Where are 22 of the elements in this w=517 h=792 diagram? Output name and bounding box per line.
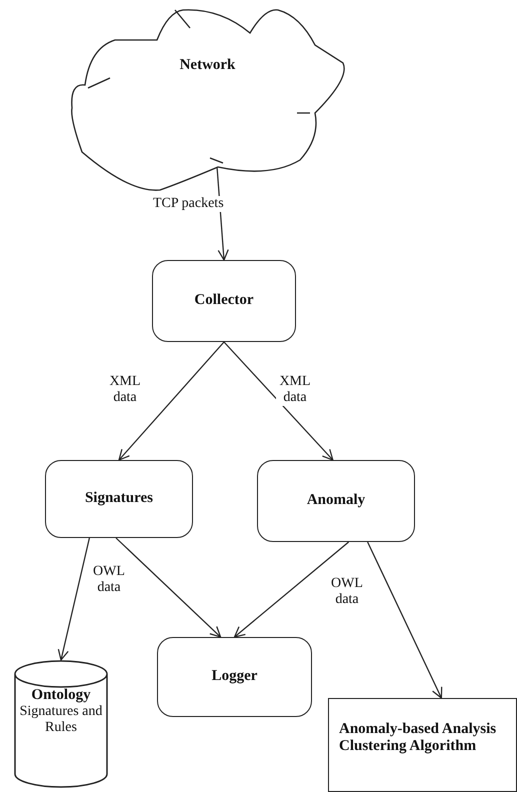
process-box bbox=[45, 460, 193, 538]
node-title: Network bbox=[180, 56, 236, 74]
process-box bbox=[257, 460, 415, 542]
arrow bbox=[367, 542, 442, 699]
cloud-shape bbox=[70, 8, 345, 193]
node-title: Anomaly bbox=[306, 492, 366, 510]
node-title: Signatures bbox=[84, 490, 154, 508]
node-title: Anomaly-based Analysis Clustering Algorithm bbox=[339, 721, 498, 756]
process-box bbox=[152, 260, 296, 342]
arrow bbox=[234, 542, 350, 638]
arrow bbox=[58, 538, 90, 661]
process-box bbox=[328, 698, 517, 792]
arrow bbox=[116, 538, 222, 638]
node-title: Collector bbox=[194, 292, 254, 310]
database-cylinder bbox=[14, 660, 108, 788]
arrow bbox=[118, 342, 224, 461]
edge-label: TCP packets bbox=[152, 196, 225, 212]
process-box bbox=[157, 637, 312, 717]
node-text: Signatures and Rules bbox=[18, 704, 104, 736]
node-title: Logger bbox=[212, 668, 258, 686]
node-title: Ontology bbox=[31, 687, 91, 704]
arrow bbox=[224, 342, 334, 461]
